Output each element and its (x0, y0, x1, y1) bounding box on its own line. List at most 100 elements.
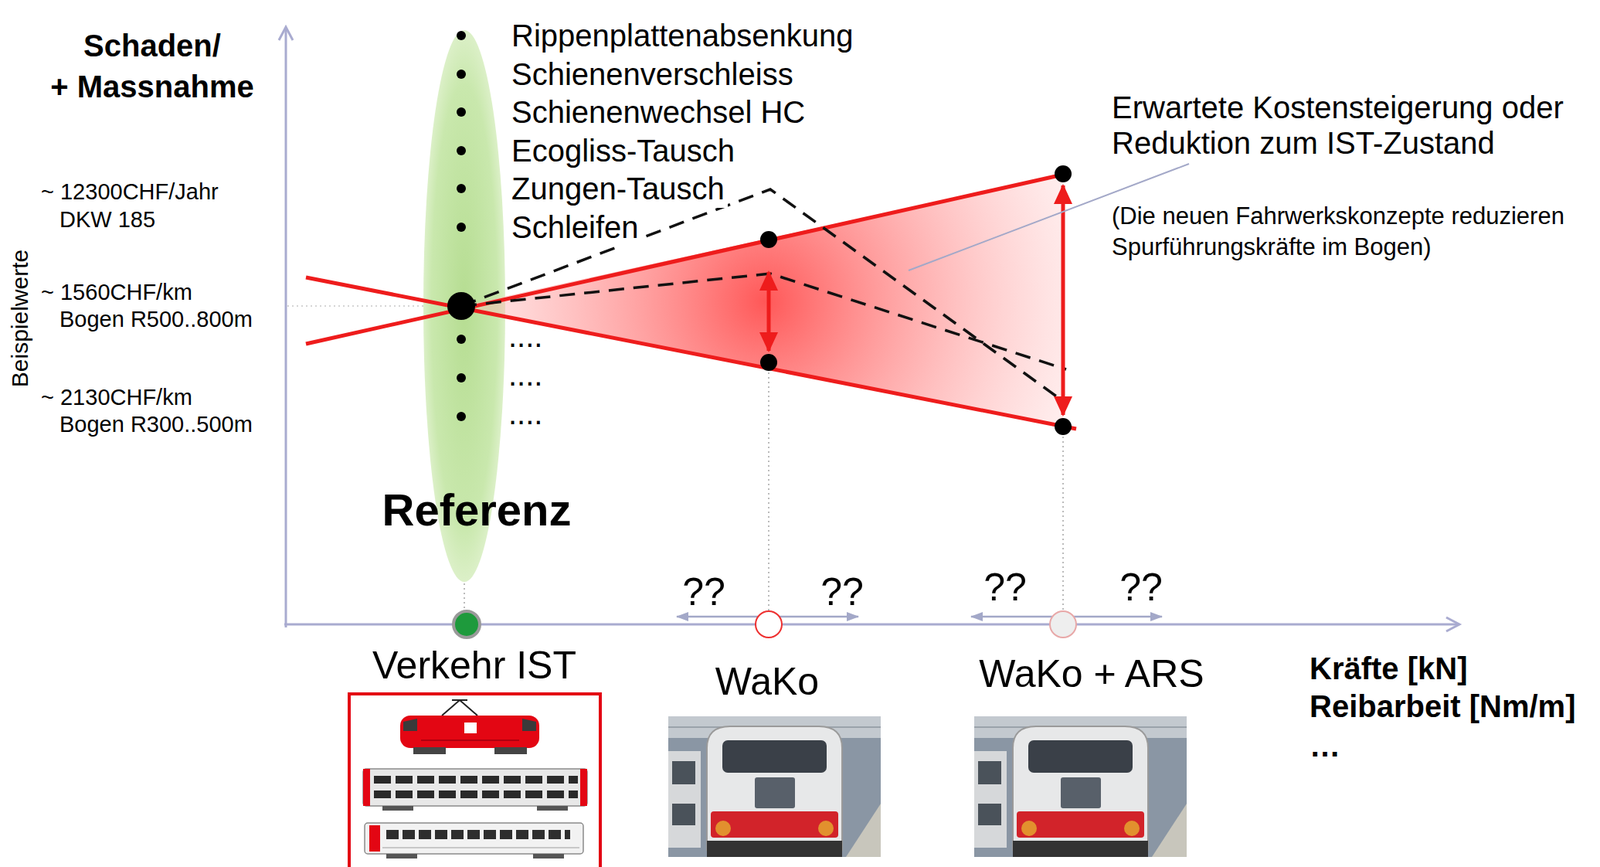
axis-subtitle: Beispielwerte (6, 249, 34, 388)
example-value: ~ 1560CHF/km Bogen R500..800m (40, 278, 259, 333)
bullet (456, 146, 466, 156)
train-illustration (533, 853, 564, 859)
range-arrow (1061, 185, 1066, 415)
measure-item: Schienenwechsel HC (508, 92, 809, 132)
range-arrow (768, 185, 1064, 415)
unknown-marker: ?? (820, 570, 864, 614)
train-illustration (451, 699, 468, 701)
measure-item: Schleifen (508, 207, 643, 247)
train-illustration (494, 747, 527, 755)
ellipsis-item: .... (508, 355, 543, 395)
train-illustration (373, 790, 578, 799)
bullet (456, 183, 466, 194)
axis-title: Reibarbeit [Nm/m] (1309, 686, 1577, 726)
coach-photo (974, 716, 1187, 857)
bullet (456, 30, 466, 41)
train-illustration (369, 825, 381, 852)
uncertainty-arrow (676, 616, 1162, 618)
axis-title: Kräfte [kN] (1309, 648, 1468, 688)
train-illustration (580, 768, 588, 806)
measure-item: Ecogliss-Tausch (508, 131, 738, 170)
data-point (760, 353, 778, 371)
train-illustration (413, 747, 446, 755)
example-value: ~ 2130CHF/km Bogen R300..500m (40, 383, 259, 439)
coach-photo (754, 777, 795, 809)
guide-line (1062, 427, 1064, 611)
coach-photo (722, 740, 827, 773)
bullet (456, 69, 466, 79)
scenario-label: WaKo + ARS (978, 650, 1204, 697)
coach-photo (710, 811, 839, 838)
bullet (456, 222, 466, 232)
axis-marker (1049, 611, 1077, 638)
train-illustration (382, 805, 414, 811)
unknown-marker: ?? (983, 565, 1027, 609)
train-illustration (386, 853, 418, 859)
bullet (456, 107, 466, 117)
scenario-line (461, 189, 1067, 404)
train-illustration (363, 768, 588, 806)
guide-line (767, 363, 770, 611)
bullet (456, 373, 466, 383)
train-illustration (522, 718, 537, 731)
example-value: ~ 12300CHF/Jahr DKW 185 (40, 177, 259, 234)
data-point (760, 165, 1072, 435)
ellipsis-item: .... (508, 316, 543, 356)
train-illustration (464, 722, 477, 734)
coach-photo (715, 820, 731, 836)
axis-title: … (1309, 726, 1341, 765)
coach-photo (706, 840, 843, 857)
range-line (305, 173, 1077, 429)
train-illustration (421, 739, 520, 741)
axis-title: Schaden/ (83, 26, 221, 65)
reference-point (447, 292, 476, 320)
bullet (456, 411, 466, 422)
train-illustration (536, 805, 568, 811)
measure-item: Schienenverschleiss (508, 54, 797, 94)
cost-range-fan (461, 173, 1064, 427)
axis-marker (453, 611, 480, 638)
unknown-marker: ?? (682, 570, 726, 614)
axis-title: + Massnahme (50, 67, 254, 106)
data-point (1054, 417, 1072, 435)
train-illustration (373, 775, 578, 784)
range-line (305, 277, 1077, 429)
reference-label: Referenz (382, 482, 572, 537)
scenario-line (461, 273, 1067, 370)
coach-photo (672, 803, 696, 826)
train-illustration (386, 829, 571, 840)
annotation-note: (Die neuen Fahrwerkskonzepte reduzieren … (1111, 200, 1587, 263)
train-illustration (403, 718, 418, 731)
train-illustration (382, 846, 580, 849)
axes (285, 27, 288, 628)
range-arrow (767, 271, 772, 351)
ellipsis-item: .... (508, 394, 543, 433)
train-illustration (400, 715, 540, 748)
data-point (760, 230, 778, 248)
guide-line (463, 583, 466, 611)
coach-photo (668, 750, 701, 848)
coach-photo (818, 820, 834, 836)
measure-item: Rippenplattenabsenkung (508, 16, 857, 55)
coach-photo (845, 803, 881, 857)
train-illustration (364, 822, 584, 854)
annotation: Erwartete Kostensteigerung oder Reduktio… (1111, 89, 1591, 161)
guide-line (768, 363, 1064, 611)
data-point (1054, 165, 1072, 183)
coach-photo (672, 760, 696, 785)
scenario-line (461, 189, 1067, 404)
axis-marker (755, 611, 782, 638)
coach-photo (706, 726, 843, 850)
train-illustration (363, 768, 371, 806)
bullet (456, 334, 466, 344)
coach-photo (668, 716, 881, 857)
bullet (456, 30, 466, 422)
measure-item: Zungen-Tausch (508, 169, 728, 208)
unknown-marker: ?? (1119, 565, 1163, 609)
train-illustration (349, 693, 601, 867)
scenario-label: Verkehr IST (372, 642, 577, 689)
coach-photo (668, 716, 881, 857)
scenario-label: WaKo (715, 658, 819, 705)
train-illustration (349, 693, 601, 867)
